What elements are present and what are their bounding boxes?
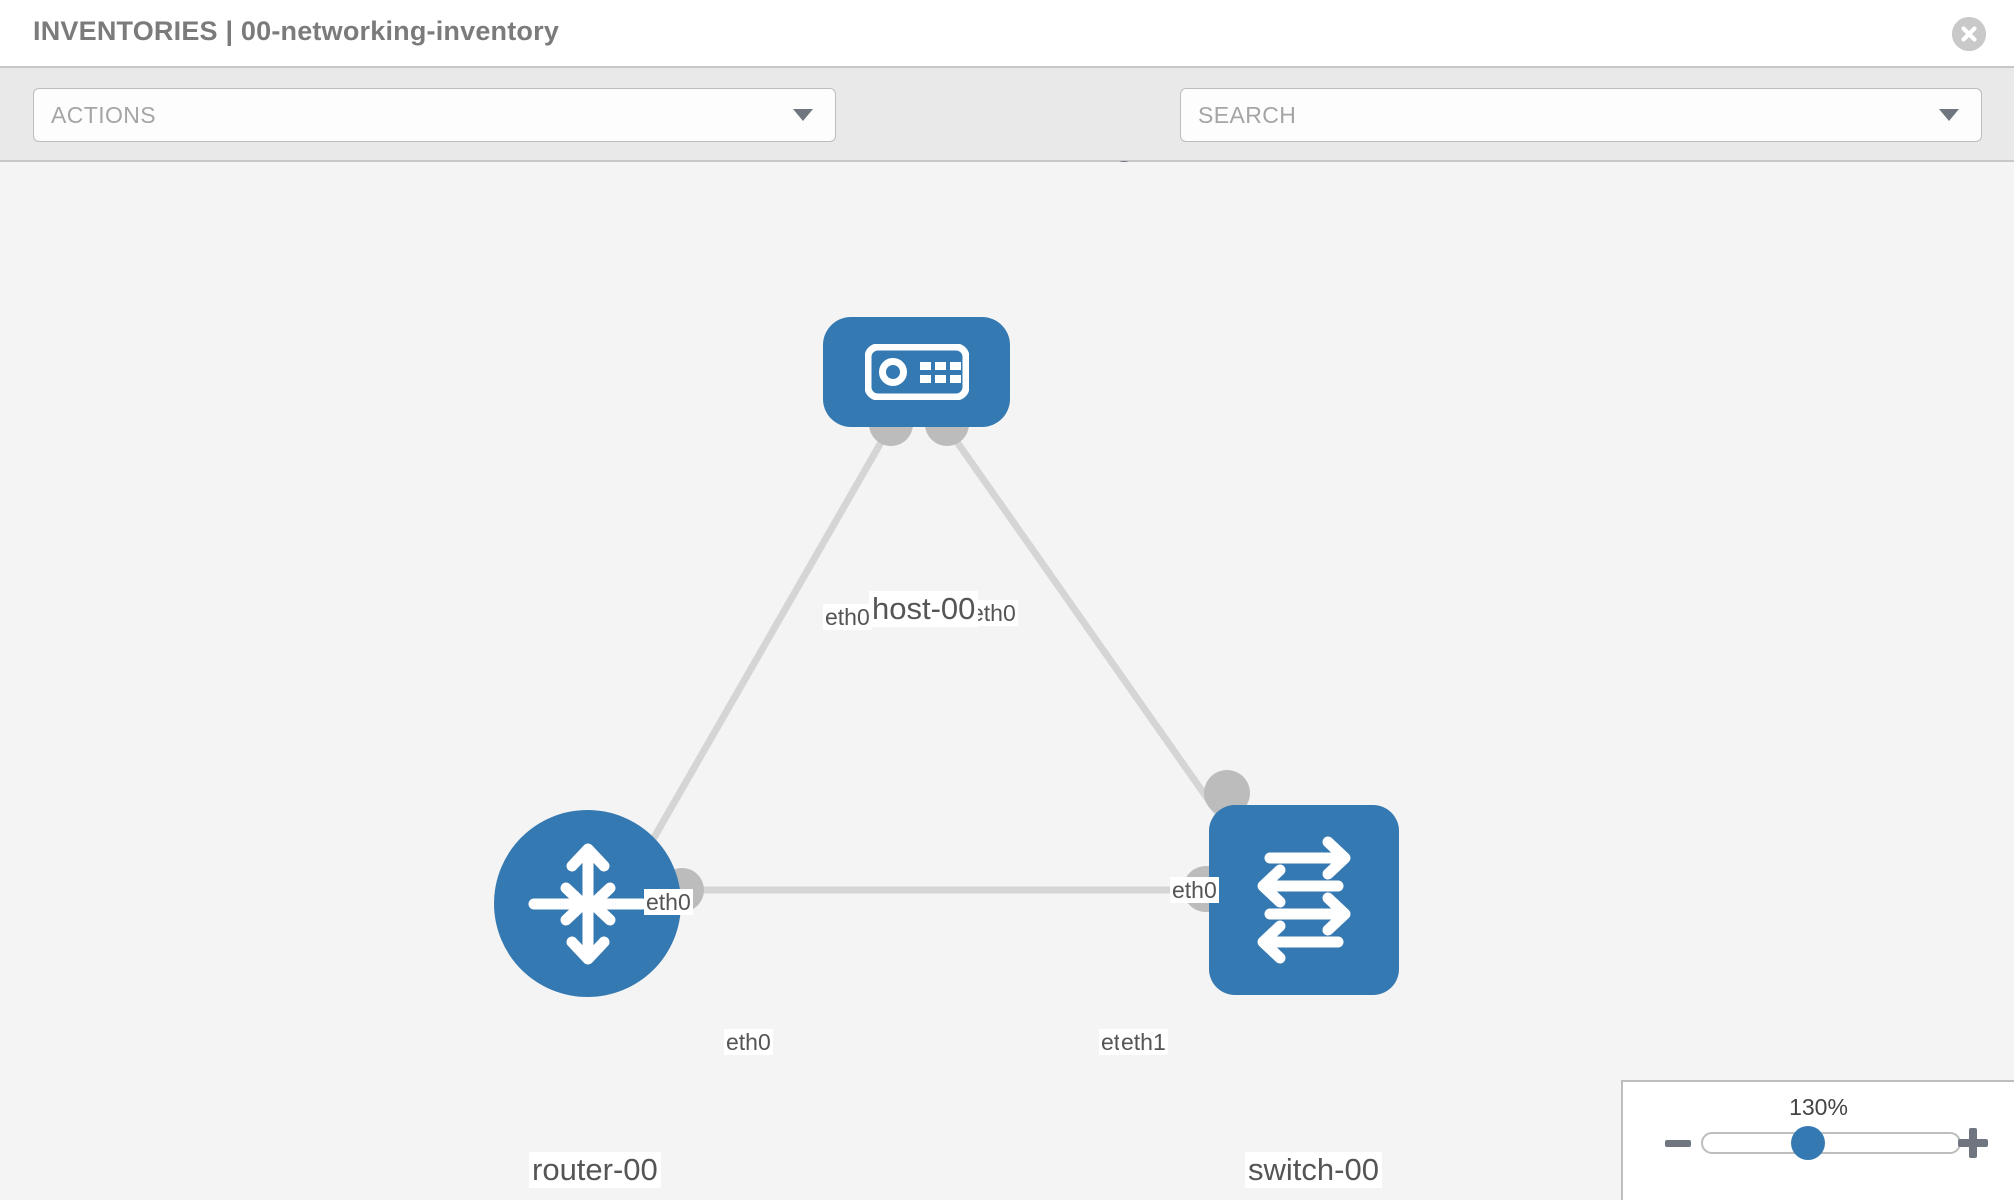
chevron-down-icon [1939, 109, 1959, 121]
server-icon [864, 344, 969, 400]
node-label-switch-00: switch-00 [1245, 1152, 1382, 1188]
toolbar: ACTIONS SEARCH [0, 68, 2014, 197]
switch-arrows-icon [1257, 836, 1351, 964]
zoom-slider-track[interactable] [1701, 1132, 1961, 1154]
edge-label-eth0: eth0 [724, 1029, 773, 1055]
actions-dropdown[interactable]: ACTIONS [33, 88, 836, 142]
node-switch-00[interactable] [1209, 805, 1399, 995]
page-header: INVENTORIES | 00-networking-inventory [0, 0, 2014, 68]
topology-edges [636, 429, 1248, 894]
chevron-down-icon [793, 109, 813, 121]
edge-label-eth1: eth1 [1119, 1029, 1168, 1055]
zoom-slider-thumb[interactable] [1791, 1126, 1825, 1160]
plus-icon[interactable] [1958, 1128, 1988, 1158]
edge-label-eth0: eth0 [823, 604, 872, 630]
node-label-host-00: host-00 [869, 591, 979, 627]
zoom-control-panel: 130% [1621, 1080, 2014, 1200]
search-input[interactable]: SEARCH [1180, 88, 1982, 142]
zoom-percent-label: 130% [1789, 1094, 1848, 1120]
edge-label-eth0: eth0 [644, 889, 693, 915]
minus-icon[interactable] [1665, 1140, 1691, 1147]
node-label-router-00: router-00 [529, 1152, 661, 1188]
node-host-00[interactable] [823, 317, 1010, 427]
edge-label-eth0: eth0 [1170, 877, 1219, 903]
page-title: INVENTORIES | 00-networking-inventory [33, 16, 560, 46]
search-placeholder: SEARCH [1198, 101, 1297, 128]
topology-canvas[interactable]: eth0 eth0 eth0 eth0 eth0 eth eth1 host-0… [0, 162, 2014, 1200]
router-arrows-icon [528, 843, 647, 964]
actions-dropdown-label: ACTIONS [51, 101, 157, 128]
close-icon[interactable] [1952, 17, 1986, 51]
